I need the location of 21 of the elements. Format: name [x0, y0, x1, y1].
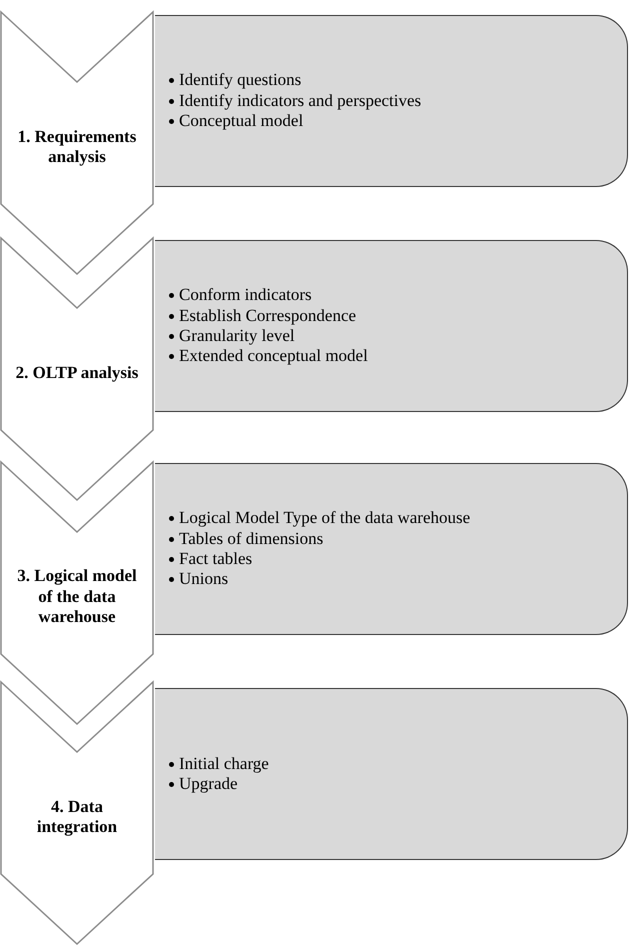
step-detail-panel [155, 15, 628, 187]
bullet-item: Fact tables [179, 549, 252, 570]
step-label: 4. Data integration [36, 796, 118, 838]
bullet-item: Identify questions [179, 70, 302, 91]
bullet-item: Logical Model Type of the data warehouse [179, 508, 470, 529]
step-label: 1. Requirements analysis [16, 126, 138, 168]
bullet-item: Tables of dimensions [179, 528, 324, 549]
bullet-item: Conceptual model [179, 111, 304, 132]
step-detail-panel [155, 463, 628, 635]
bullet-item: Establish Correspondence [179, 306, 356, 326]
bullet-item: Unions [179, 569, 228, 590]
step-detail-panel [155, 688, 628, 860]
bullet-item: Initial charge [179, 754, 269, 774]
bullet-item: Identify indicators and perspectives [179, 90, 422, 112]
step-detail-panel [155, 240, 628, 412]
step-label: 2. OLTP analysis [16, 362, 138, 384]
bullet-item: Upgrade [179, 774, 238, 794]
bullet-item: Conform indicators [179, 285, 312, 306]
step-label: 3. Logical model of the data warehouse [16, 565, 138, 628]
bullet-item: Granularity level [179, 326, 295, 346]
bullet-item: Extended conceptual model [179, 346, 368, 367]
